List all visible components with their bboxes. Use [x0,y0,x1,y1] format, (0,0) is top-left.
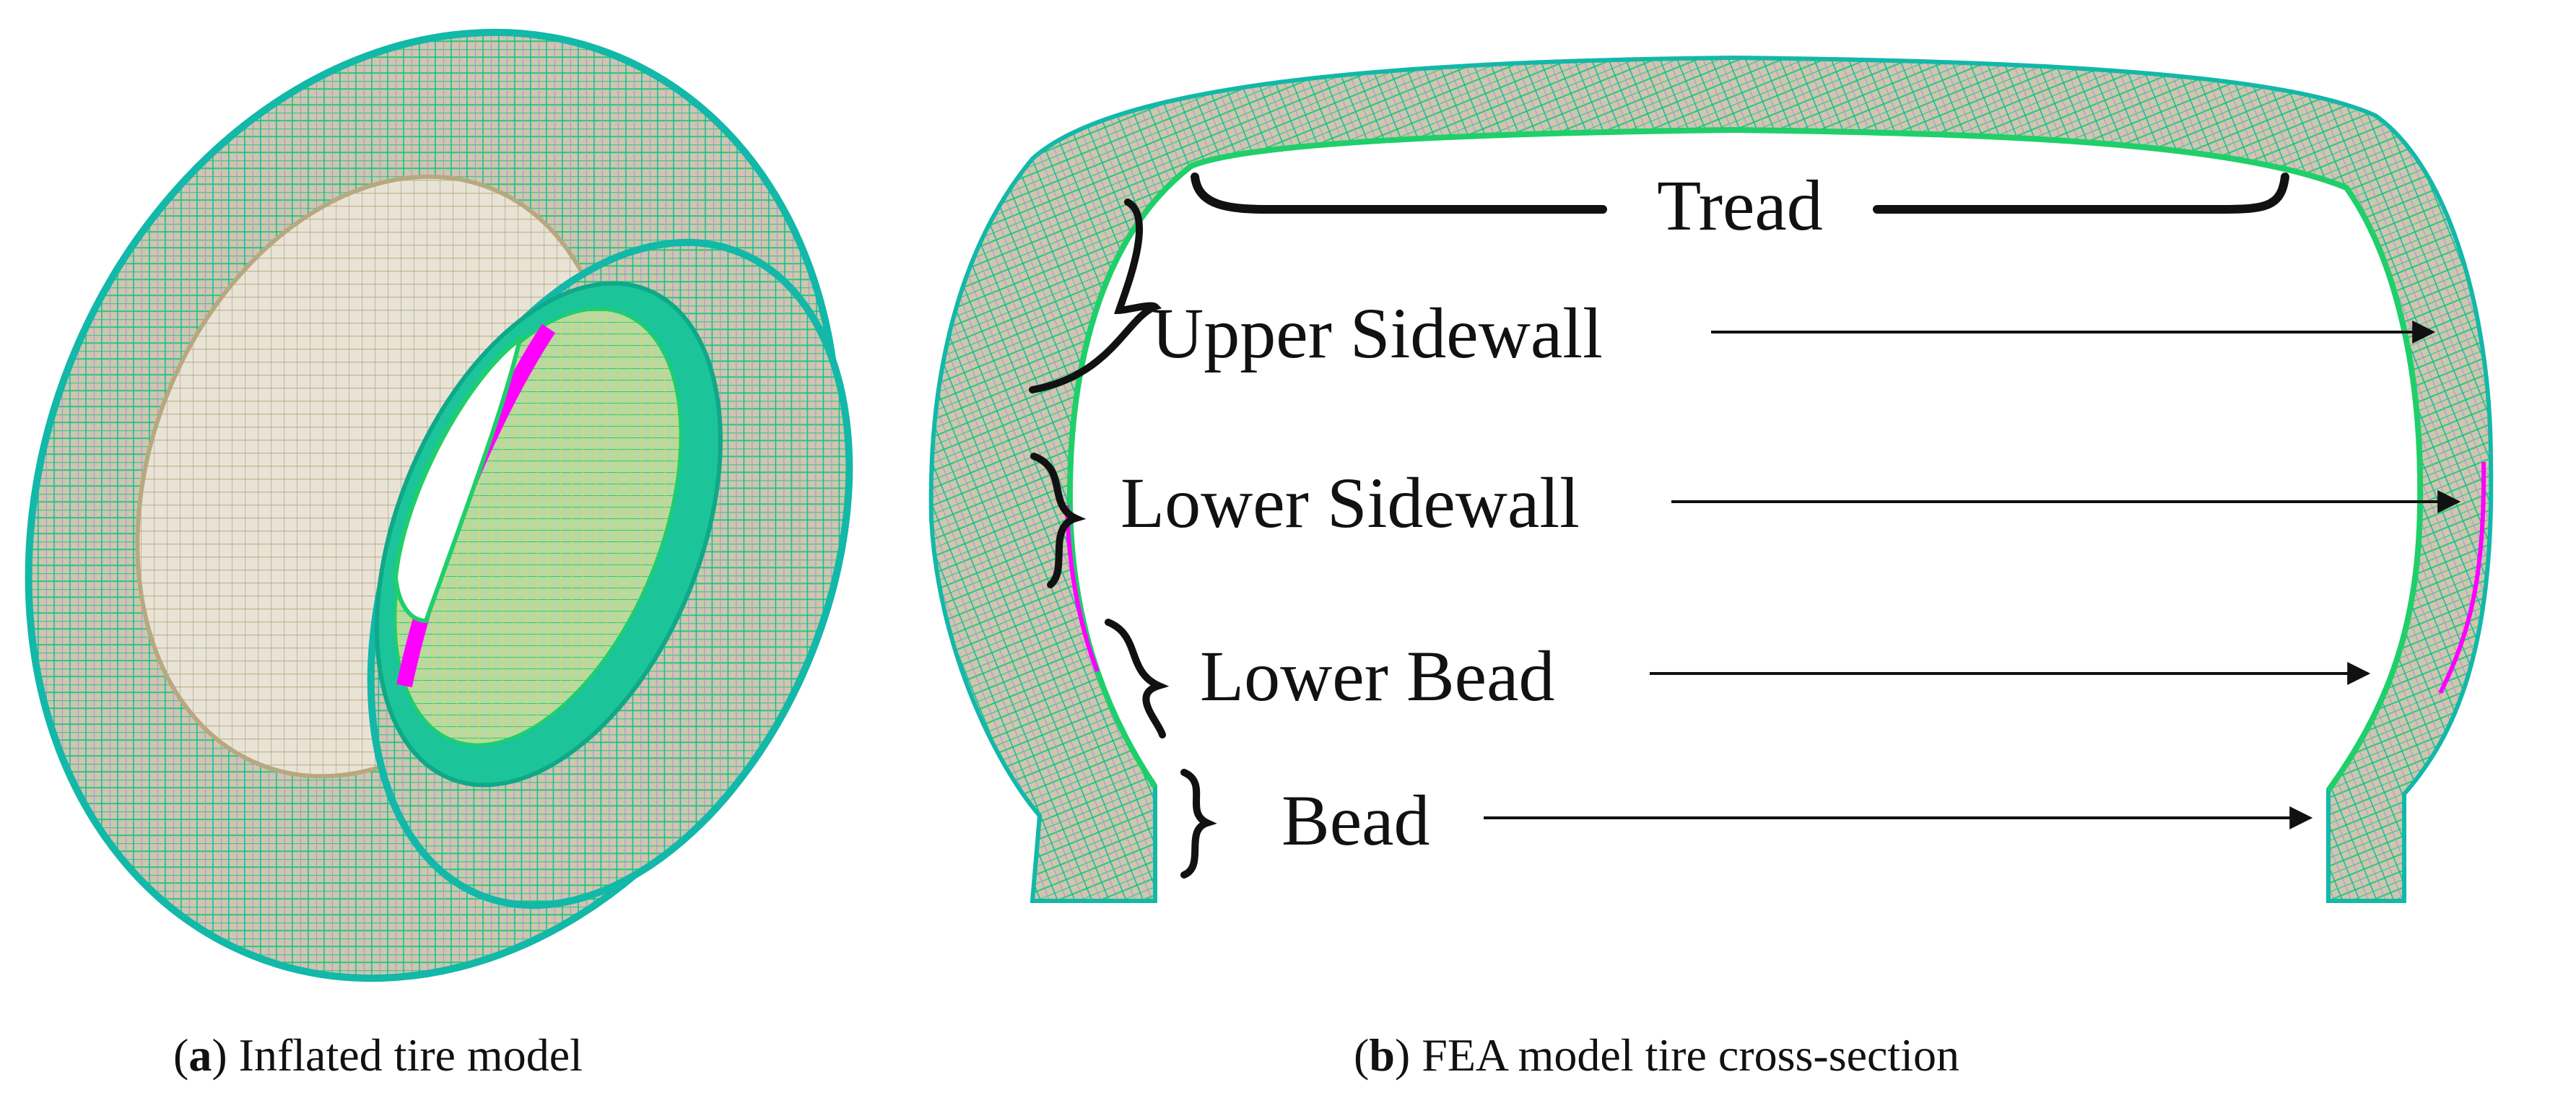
label-lower-bead-group: Lower Bead [1105,619,2371,738]
lower-bead-brace [1105,619,1170,738]
label-upper-sidewall-group: Upper Sidewall [1029,199,2436,393]
caption-a-letter: a [188,1029,212,1081]
tire-cross-section [928,55,2494,903]
tire-3d-model [25,28,853,982]
label-lower-bead: Lower Bead [1200,636,1554,716]
label-lower-sidewall-group: Lower Sidewall [1030,453,2461,588]
label-upper-sidewall: Upper Sidewall [1152,293,1603,373]
tread-brace [1191,173,2289,214]
caption-a-text: Inflated tire model [238,1029,583,1081]
cross-section-magenta-left [1065,505,1100,673]
cross-section-inner-liner [1066,126,2424,793]
bead-brace [1180,769,1217,879]
label-tread-group: Tread [1191,165,2289,245]
caption-b: (b) FEA model tire cross-section [1354,1029,1959,1081]
caption-b-letter: b [1369,1029,1395,1081]
label-lower-sidewall: Lower Sidewall [1121,463,1580,543]
label-bead: Bead [1282,780,1430,860]
caption-a: (a) Inflated tire model [173,1029,583,1081]
label-tread: Tread [1657,165,1823,245]
upper-sidewall-brace [1029,199,1162,393]
lower-sidewall-brace [1030,453,1087,588]
label-bead-group: Bead [1180,769,2313,879]
tire-center-opening [393,333,523,624]
cross-section-magenta-right [2438,461,2486,694]
caption-b-text: FEA model tire cross-section [1422,1029,1959,1081]
